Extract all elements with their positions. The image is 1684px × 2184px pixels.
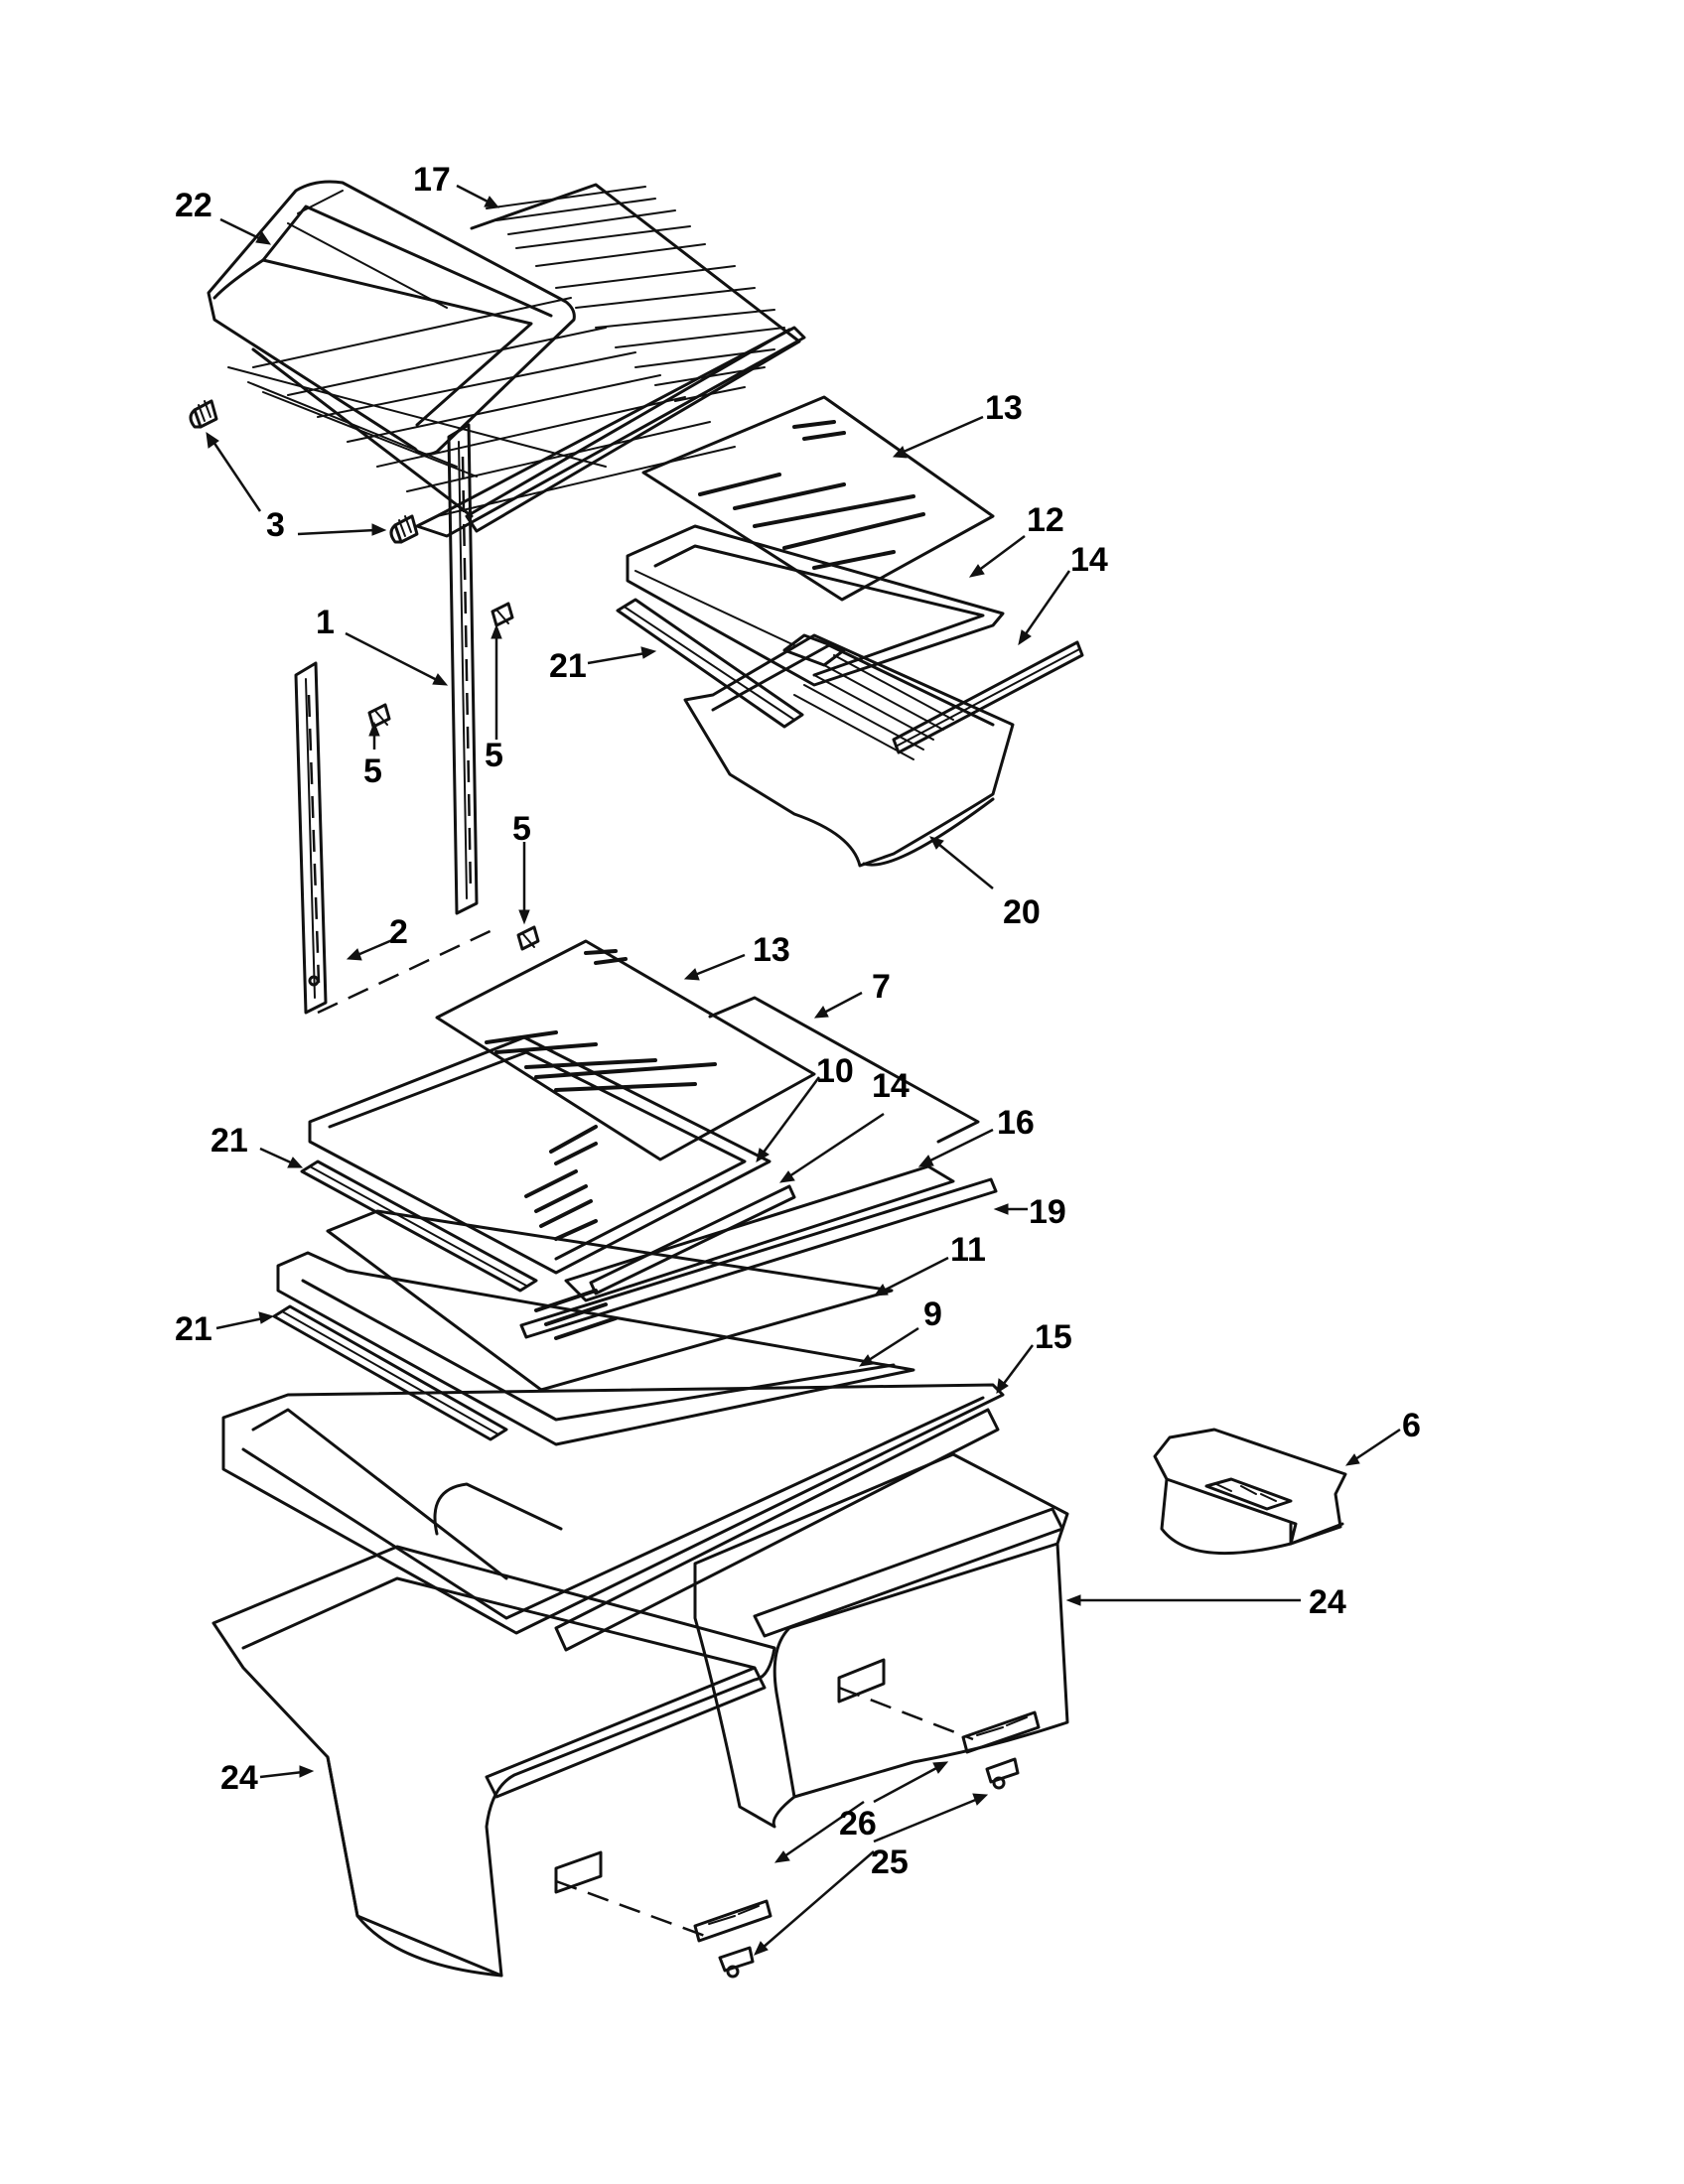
slide-alignment-line-right: [838, 1686, 974, 1741]
shelf-trim-part-21-upper: [616, 598, 804, 729]
callout-13-lower: 13: [753, 931, 790, 969]
callout-9: 9: [923, 1296, 942, 1333]
callout-24-left: 24: [220, 1759, 258, 1797]
callout-22: 22: [175, 187, 212, 224]
shelf-frame-part-9: [276, 1251, 915, 1446]
crisper-drawer-part-20: [683, 633, 1015, 868]
drawer-slide-part-26-left: [693, 1899, 772, 1943]
callout-26: 26: [839, 1805, 877, 1843]
callout-10: 10: [816, 1052, 854, 1090]
screw-part-5-b: [491, 602, 514, 627]
shelf-frame-part-12: [626, 524, 1005, 687]
shelf-rail-part-2: [294, 661, 328, 1015]
callout-17: 17: [413, 161, 451, 199]
shelf-trim-part-19: [519, 1177, 998, 1339]
callout-1: 1: [316, 604, 335, 641]
crisper-drawer-part-24-left: [211, 1545, 776, 1978]
shelf-stud-part-3-upper: [189, 399, 218, 429]
callout-21-upper: 21: [549, 647, 587, 685]
callout-5-left: 5: [363, 752, 382, 790]
crisper-front-rail: [554, 1408, 1000, 1652]
callout-5-middle: 5: [485, 737, 503, 774]
callout-2: 2: [389, 913, 408, 951]
drawer-stop-part-25-left: [718, 1946, 755, 1979]
shelf-trim-part-21-middle: [300, 1160, 538, 1293]
shelf-trim-part-21-lower: [272, 1304, 508, 1441]
leader-lines: [206, 184, 1401, 1956]
callout-3: 3: [266, 506, 285, 544]
callout-6: 6: [1402, 1407, 1421, 1444]
glass-shelf-part-11: [326, 1209, 894, 1392]
callout-7: 7: [872, 968, 891, 1006]
callout-11: 11: [950, 1231, 986, 1269]
shelf-rail-part-1: [447, 423, 479, 915]
dairy-bin-part-22: [207, 180, 576, 457]
callout-14-lower: 14: [872, 1067, 910, 1105]
screw-part-5-c: [516, 925, 540, 951]
callout-labels: 22 17 3 13 12 14 1 21 5 5 5 20 2 13 7 10…: [175, 161, 1421, 1881]
callout-19: 19: [1029, 1193, 1066, 1231]
callout-21-middle: 21: [210, 1122, 248, 1160]
glass-shelf-part-7: [708, 996, 980, 1144]
crisper-cover-part-15: [221, 1383, 1005, 1635]
callout-12: 12: [1027, 501, 1064, 539]
drawer-slide-part-26-right: [961, 1710, 1041, 1754]
shelf-stud-part-3-lower: [389, 514, 419, 544]
callout-5-lower: 5: [512, 810, 531, 848]
drawer-stop-part-25-right: [985, 1757, 1020, 1790]
wire-shelf-part-17: [227, 183, 806, 538]
callout-16: 16: [997, 1104, 1035, 1142]
slide-alignment-line-left: [555, 1879, 706, 1938]
shelf-trim-part-14-upper: [892, 640, 1084, 754]
callout-25: 25: [871, 1843, 909, 1881]
callout-15: 15: [1035, 1318, 1072, 1356]
glass-shelf-part-13-upper: [641, 395, 995, 602]
callout-24-right: 24: [1309, 1583, 1346, 1621]
door-bin-part-6: [1153, 1428, 1347, 1556]
shelf-frame-part-16: [564, 1164, 955, 1302]
callout-14-upper: 14: [1070, 541, 1108, 579]
callout-20: 20: [1003, 893, 1041, 931]
callout-21-lower: 21: [175, 1310, 212, 1348]
callout-13-upper: 13: [985, 389, 1023, 427]
screw-part-5-a: [367, 703, 391, 729]
shelf-frame-part-10: [308, 1035, 772, 1275]
